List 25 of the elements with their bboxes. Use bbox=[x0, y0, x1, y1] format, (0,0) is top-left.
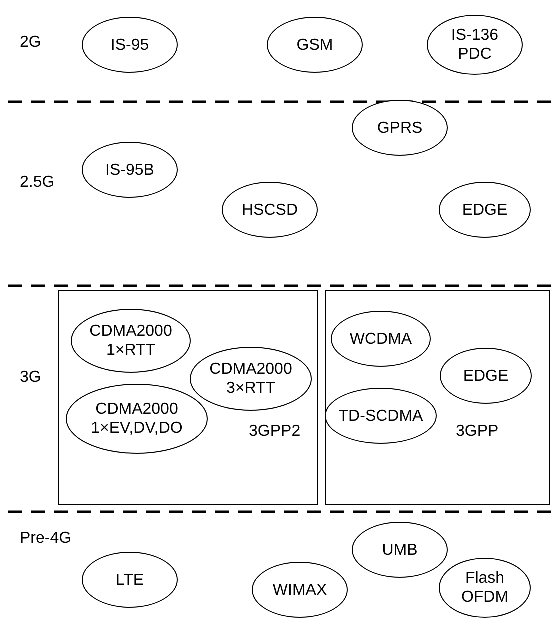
generation-label: Pre-4G bbox=[20, 530, 72, 548]
ellipse-node: IS-95B bbox=[82, 142, 178, 198]
ellipse-node: CDMA2000 1×RTT bbox=[71, 309, 191, 373]
ellipse-node: EDGE bbox=[440, 348, 532, 404]
ellipse-node: HSCSD bbox=[222, 182, 318, 238]
ellipse-node: IS-95 bbox=[82, 17, 178, 73]
ellipse-node: CDMA2000 1×EV,DV,DO bbox=[66, 384, 208, 454]
generation-label: 3G bbox=[20, 369, 42, 387]
ellipse-node: EDGE bbox=[439, 182, 531, 238]
ellipse-node: WIMAX bbox=[252, 562, 348, 618]
ellipse-node: LTE bbox=[82, 552, 178, 608]
ellipse-node: CDMA2000 3×RTT bbox=[190, 347, 312, 411]
generation-label: 2G bbox=[20, 34, 42, 52]
generation-label: 2.5G bbox=[20, 174, 55, 192]
group-box bbox=[325, 290, 550, 505]
group-label: 3GPP2 bbox=[249, 423, 301, 441]
ellipse-node: GSM bbox=[267, 17, 363, 73]
ellipse-node: IS-136 PDC bbox=[427, 15, 523, 75]
group-label: 3GPP bbox=[456, 423, 499, 441]
ellipse-node: Flash OFDM bbox=[439, 558, 531, 618]
ellipse-node: WCDMA bbox=[331, 311, 431, 367]
ellipse-node: GPRS bbox=[352, 100, 448, 156]
ellipse-node: UMB bbox=[352, 522, 448, 578]
ellipse-node: TD-SCDMA bbox=[325, 388, 437, 444]
group-box bbox=[58, 290, 318, 505]
